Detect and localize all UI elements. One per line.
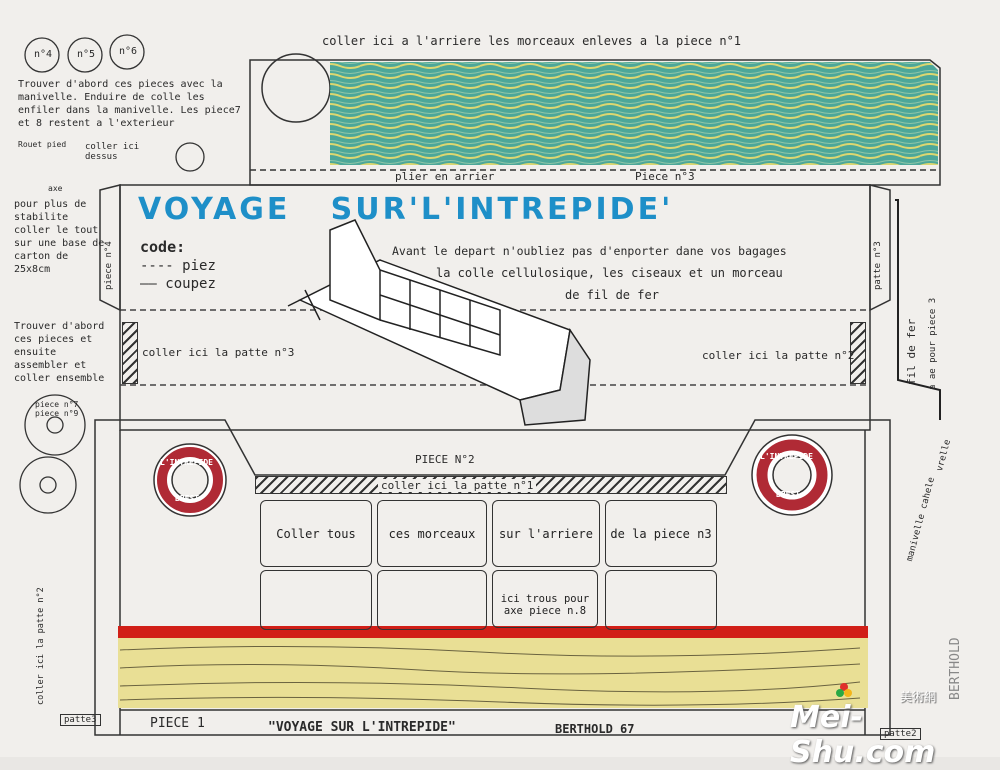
lifebuoy-left-text: L'INTREPIDE [160, 458, 213, 467]
circle-label-4: n°4 [34, 49, 53, 60]
coller-ici-dessus: coller ici dessus [85, 142, 140, 162]
code-cut: —— coupez [140, 276, 216, 292]
lifebuoy-right-port: BREST [776, 490, 801, 499]
patte2-label: patte2 [880, 728, 921, 740]
cell-3: sur l'arriere [492, 500, 600, 567]
bottom-author: BERTHOLD 67 [555, 722, 635, 736]
plier-arriere: plier en arrier [395, 170, 495, 183]
top-note: coller ici a l'arriere les morceaux enle… [322, 34, 742, 48]
departure-line-2: la colle cellulosique, les ciseaux et un… [436, 266, 783, 280]
wire-label: fil de fer [905, 318, 918, 385]
cell-5 [260, 570, 372, 630]
wire-sub-label: a ae pour piece 3 [928, 297, 938, 390]
piece3-label: Piece n°3 [635, 170, 695, 183]
code-heading: code: [140, 238, 186, 256]
departure-line-3: de fil de fer [565, 288, 659, 302]
glue-left-label: coller ici la patte n°3 [142, 346, 295, 359]
piece1-label: PIECE 1 [150, 716, 205, 731]
hole-note: ici trous pour axe piece n.8 [500, 593, 590, 617]
watermark-cjk: 美術網 [900, 690, 937, 704]
code-fold: ---- piez [140, 258, 216, 274]
code-cut-text: coupez [165, 276, 216, 292]
bottom-left-vertical: coller ici la patte n°2 [36, 587, 46, 705]
axe-label: axe [48, 184, 63, 193]
bottom-title: "VOYAGE SUR L'INTREPIDE" [268, 720, 456, 735]
lifebuoy-right-text: L'INTREPIDE [760, 452, 813, 461]
circle-label-6: n°6 [119, 46, 138, 57]
patte3-label: patte3 [60, 714, 101, 726]
cell-8 [605, 570, 717, 630]
glue-right-label: coller ici la patte n°2 [702, 349, 855, 362]
right-flap-hatch [850, 322, 866, 384]
left-flap-hatch [122, 322, 138, 384]
side-right-label: patte n°3 [873, 241, 883, 290]
code-fold-text: piez [182, 258, 216, 274]
rouet-pied-label: Rouet pied [18, 140, 67, 149]
assemble-note: Trouver d'abord ces pieces et ensuite as… [14, 321, 105, 384]
piece2-label: PIECE N°2 [415, 453, 475, 466]
top-left-instructions: Trouver d'abord ces pieces avec la maniv… [18, 79, 241, 129]
cell-7: ici trous pour axe piece n.8 [492, 570, 598, 628]
stability-note: pour plus de stabilite coller le tout su… [14, 199, 105, 275]
glue-strip-label: coller ici la patte n°1 [378, 479, 537, 492]
side-left-label: piece n°4 [104, 241, 114, 290]
cell-2: ces morceaux [377, 500, 487, 567]
departure-line-1: Avant le depart n'oubliez pas d'enporter… [392, 244, 787, 258]
cell-6 [377, 570, 487, 630]
circle-label-5: n°5 [77, 49, 96, 60]
bottom-right-vertical: BERTHOLD [948, 637, 963, 700]
cell-1: Coller tous [260, 500, 372, 567]
lifebuoy-left-port: BREST [175, 494, 200, 503]
cell-4: de la piece n3 [605, 500, 717, 567]
watermark-brand: Mei-Shu.com [790, 700, 936, 770]
flower-logo-icon [836, 683, 852, 699]
piece-ensemble-label: piece n°7 piece n°9 [35, 400, 79, 418]
main-title: VOYAGE SUR'L'INTREPIDE' [138, 192, 674, 227]
